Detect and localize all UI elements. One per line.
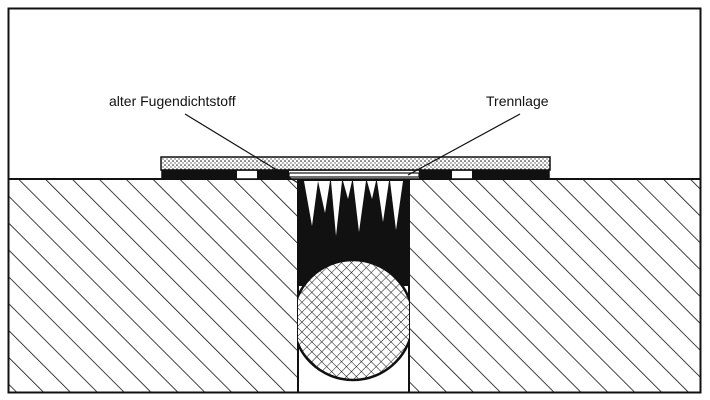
cover-strip-dotted bbox=[160, 156, 551, 171]
sealant-cut-jags bbox=[304, 181, 403, 236]
adhesive-right-outer bbox=[472, 170, 549, 179]
leader-line-separation-layer bbox=[407, 113, 521, 176]
label-old-joint-sealant: alter Fugendichtstoff bbox=[109, 93, 236, 109]
backer-rod bbox=[298, 258, 409, 382]
adhesive-left-outer bbox=[162, 170, 237, 179]
adhesive-left-inner bbox=[257, 170, 289, 179]
label-separation-layer: Trennlage bbox=[486, 93, 549, 109]
right-substrate-block bbox=[409, 179, 700, 392]
separation-layer-center bbox=[288, 172, 420, 178]
left-substrate-block bbox=[9, 179, 299, 392]
adhesive-right-inner bbox=[419, 170, 452, 179]
leader-line-old-sealant bbox=[184, 113, 304, 187]
